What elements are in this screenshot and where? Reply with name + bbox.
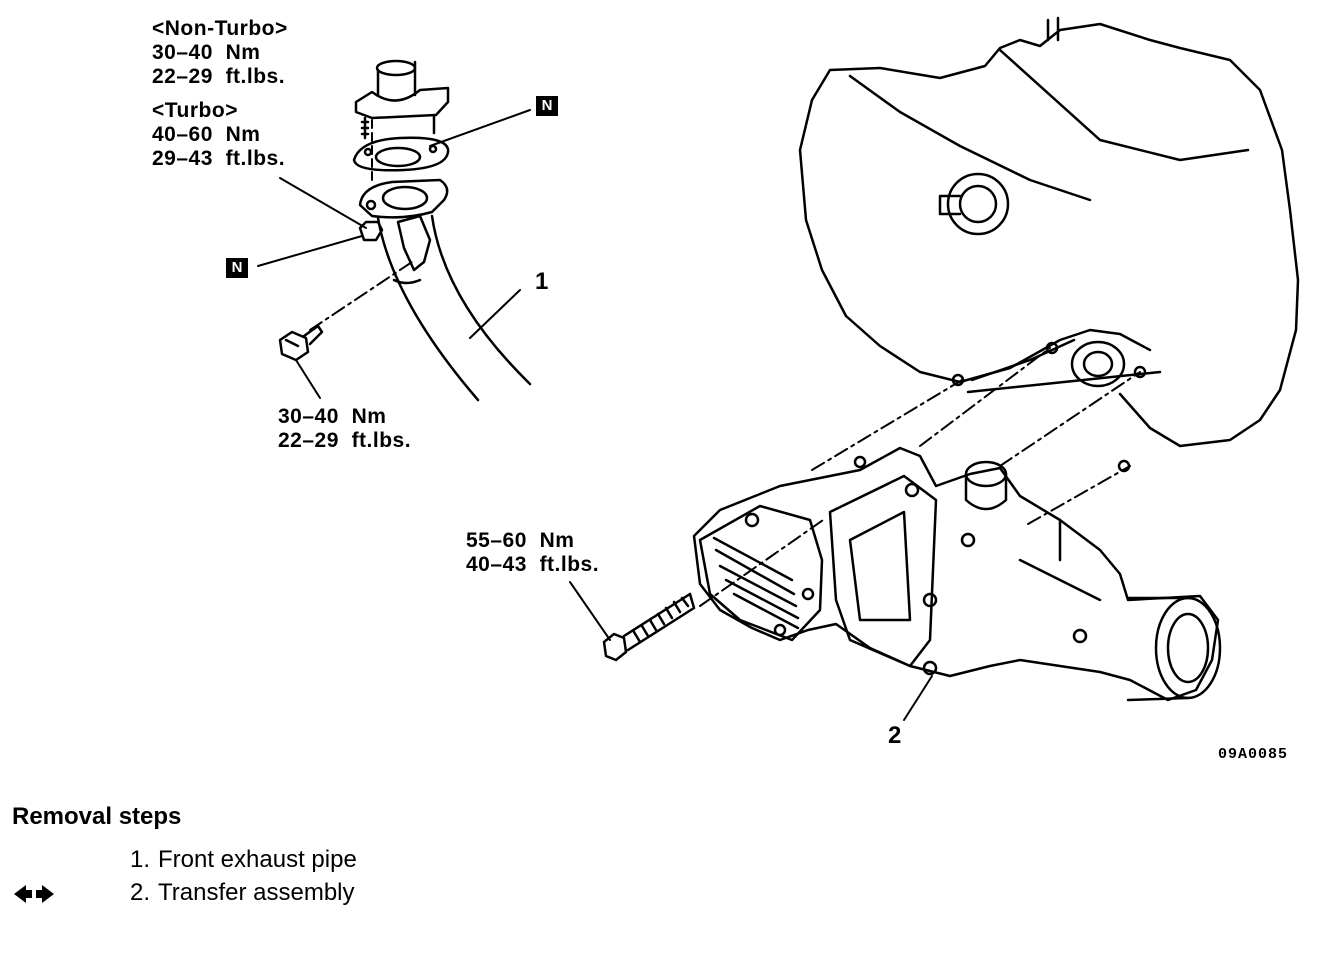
bolt-torque-nm: 30–40 Nm — [278, 405, 387, 428]
figure-code: 09A0085 — [1218, 746, 1289, 763]
transfer-bolt-torque-ftlb: 40–43 ft.lbs. — [466, 553, 600, 576]
bolt-torque-ftlb: 22–29 ft.lbs. — [278, 429, 412, 452]
transfer-bolt — [602, 592, 696, 662]
removal-step: 1. Front exhaust pipe — [120, 846, 357, 874]
step-label: Transfer assembly — [158, 879, 355, 906]
front-exhaust-pipe-group — [278, 59, 532, 402]
turbo-torque-nm: 40–60 Nm — [152, 123, 261, 146]
exploded-view-diagram — [257, 16, 1300, 721]
removal-step: 2. Transfer assembly — [120, 879, 355, 907]
turbo-heading: <Turbo> — [152, 99, 238, 122]
transfer-bolt-torque-nm: 55–60 Nm — [466, 529, 575, 552]
callout-number-1: 1 — [535, 268, 549, 295]
step-number: 1. — [129, 846, 150, 873]
callout-number-2: 2 — [888, 722, 902, 749]
non-turbo-torque-ftlb: 22–29 ft.lbs. — [152, 65, 286, 88]
removal-steps-title: Removal steps — [12, 803, 182, 830]
turbo-torque-ftlb: 29–43 ft.lbs. — [152, 147, 286, 170]
transmission-case — [798, 16, 1300, 473]
new-part-tag: N — [226, 258, 248, 278]
non-turbo-heading: <Non-Turbo> — [152, 17, 288, 40]
new-part-tag: N — [536, 96, 558, 116]
step-label: Front exhaust pipe — [158, 846, 357, 873]
step-number: 2. — [129, 879, 150, 906]
transfer-assembly — [692, 446, 1222, 702]
double-arrow-icon — [14, 885, 54, 903]
non-turbo-torque-nm: 30–40 Nm — [152, 41, 261, 64]
